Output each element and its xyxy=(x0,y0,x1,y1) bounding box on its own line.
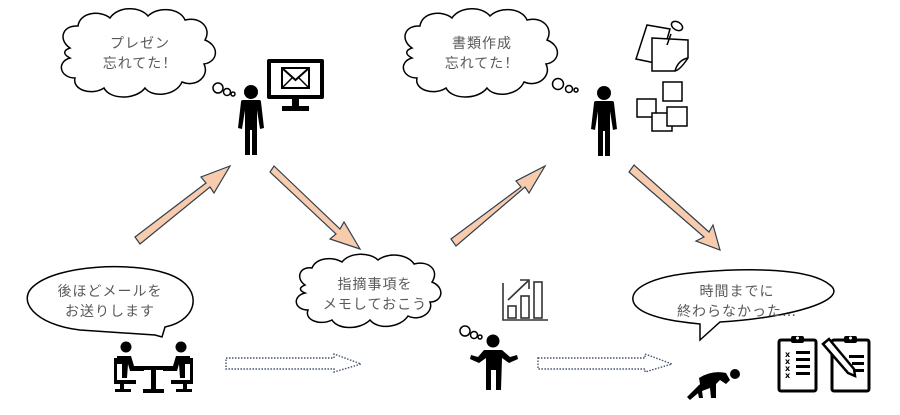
speech-line: 時間までに xyxy=(699,284,775,300)
arrow-forgot-to-notes xyxy=(269,165,362,251)
thought-line: 指摘事項を xyxy=(337,277,413,293)
person-thinking-icon xyxy=(591,86,617,156)
speech-bubble-failed xyxy=(632,269,835,342)
dotted-arrow-notes-to-failed xyxy=(537,352,675,373)
thought-cloud-forgot-presentation xyxy=(60,8,236,98)
thought-text-forgot-presentation: プレゼン 忘れてた！ xyxy=(90,34,190,74)
speech-text-failed: 時間までに 終わらなかった… xyxy=(662,282,812,322)
thought-line: プレゼン xyxy=(110,36,170,52)
thought-line: メモしておこう xyxy=(322,297,428,313)
dotted-arrow-meeting-to-notes xyxy=(225,352,364,373)
email-monitor-icon xyxy=(267,59,324,111)
thought-line: 書類作成 xyxy=(452,36,512,52)
thought-cloud-forgot-documents xyxy=(402,8,579,98)
speech-line: 後ほどメールを xyxy=(57,284,163,300)
svg-text:x: x xyxy=(785,357,791,366)
speech-line: 終わらなかった… xyxy=(677,304,797,320)
thought-text-forgot-documents: 書類作成 忘れてた！ xyxy=(432,34,532,74)
person-shrugging-icon xyxy=(470,334,518,390)
exhausted-person-icon xyxy=(687,369,740,400)
arrow-forgot-docs-to-failed xyxy=(628,164,721,251)
speech-bubble-meeting xyxy=(26,266,194,338)
growth-chart-icon xyxy=(502,279,548,321)
speech-text-meeting: 後ほどメールを お送りします xyxy=(45,282,175,322)
thought-line: 忘れてた！ xyxy=(102,56,178,72)
thought-text-take-notes: 指摘事項を メモしておこう xyxy=(310,275,440,315)
speech-line: お送りします xyxy=(65,304,155,320)
thought-line: 忘れてた！ xyxy=(444,56,520,72)
svg-text:x: x xyxy=(785,350,791,359)
person-thinking-icon xyxy=(238,85,264,155)
arrow-notes-to-forgot-docs xyxy=(450,164,547,247)
meeting-table-icon xyxy=(114,341,193,393)
svg-text:x: x xyxy=(785,364,791,373)
sticky-notes-icon xyxy=(635,20,689,132)
svg-text:x: x xyxy=(785,371,791,380)
thought-cloud-take-notes xyxy=(295,253,483,340)
arrow-meeting-to-forgot xyxy=(134,164,232,245)
